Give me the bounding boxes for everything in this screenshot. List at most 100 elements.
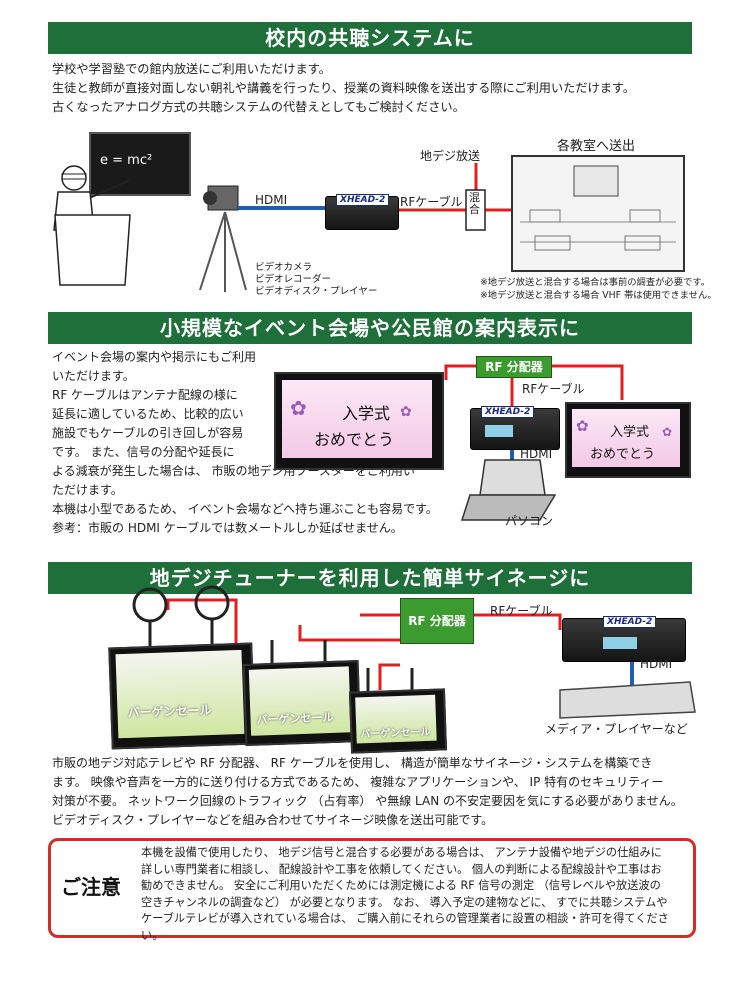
- teacher-pointer: [84, 179, 131, 201]
- rf-cable: [166, 598, 238, 660]
- antenna: [194, 585, 230, 621]
- classroom-tv: [573, 165, 619, 197]
- flower-icon: ✿: [290, 396, 307, 420]
- flower-icon: ✿: [576, 417, 589, 435]
- media-player-label: メディア・プレイヤーなど: [545, 722, 688, 736]
- text-line: ただけます。: [52, 483, 123, 497]
- event-screen-right: 入学式 おめでとう ✿ ✿: [565, 402, 691, 478]
- text-line: 参考：市販の HDMI ケーブルでは数メートルしか延ばせません。: [52, 521, 403, 535]
- device-display: [485, 425, 513, 437]
- classroom-label: 各教室へ送出: [557, 139, 636, 154]
- hdmi-label: HDMI: [520, 447, 553, 461]
- desk: [529, 209, 561, 223]
- rf-splitter: RF 分配器: [400, 598, 474, 644]
- desk: [534, 235, 571, 251]
- podium: [54, 214, 131, 286]
- xhead-device: XHEAD-2: [325, 194, 399, 230]
- caution-line: 空きチャンネルの調査など） が必要となります。 なお、 導入予定の建物などに、 …: [141, 895, 668, 909]
- caution-line: 勧めできません。 安全にご利用いただくためには測定機による RF 信号の測定 （…: [141, 879, 661, 892]
- caution-body: 本機を設備で使用したり、 地デジ信号と混合する必要がある場合は、 アンテナ設備や…: [141, 845, 681, 944]
- camera-labels: ビデオカメラ ビデオレコーダー ビデオディスク・プレイヤー: [255, 262, 377, 298]
- caution-line: 本機を設備で使用したり、 地デジ信号と混合する必要がある場合は、 アンテナ設備や…: [141, 846, 662, 859]
- text-line: 生徒と教師が直接対面しない朝礼や講義を行ったり、授業の資料映像を送出する際にご利…: [52, 81, 636, 95]
- blackboard-text: e = mc²: [100, 153, 153, 168]
- hdmi-label: HDMI: [640, 657, 673, 671]
- rf-cable: [378, 663, 400, 690]
- desk: [624, 235, 661, 251]
- rf-cable: [298, 625, 400, 642]
- screen-content: 入学式 おめでとう ✿ ✿: [572, 409, 680, 467]
- antenna: [132, 587, 168, 623]
- text-line: 本機は小型であるため、 イベント会場などへ持ち運ぶことも容易です。: [52, 502, 438, 516]
- text-line: です。 また、信号の分配や延長に: [52, 445, 235, 459]
- screen-text-line1: 入学式: [342, 404, 391, 423]
- digital-broadcast-label: 地デジ放送: [420, 149, 481, 163]
- screen-content: バーゲンセール: [355, 694, 437, 744]
- rf-cable: [550, 364, 624, 400]
- text-line: 古くなったアナログ方式の共聴システムの代替えとしてもご検討ください。: [52, 100, 465, 114]
- xhead-device: XHEAD-2: [562, 616, 686, 662]
- section3-text: 市販の地デジ対応テレビや RF 分配器、 RF ケーブルを使用し、 構造が簡単な…: [52, 754, 683, 830]
- text-line: 対策が不要。 ネットワーク回線のトラフィック （占有率） や無線 LAN の不安…: [52, 794, 683, 808]
- mixer-box: [465, 189, 486, 231]
- tripod-leg: [199, 211, 226, 291]
- hdmi-label: HDMI: [255, 193, 288, 207]
- caution-line: ケーブルテレビが導入されている場合は、 ご購入前にそれらの管理業者に設置の相談・…: [141, 912, 669, 942]
- text-line: RF ケーブルはアンテナ配線の様に: [52, 388, 238, 402]
- laptop-keyboard: [460, 494, 557, 521]
- teacher-glasses: [61, 173, 87, 180]
- text-line: ビデオディスク・プレイヤーなどを組み合わせてサイネージ映像を送出可能です。: [52, 813, 494, 827]
- caution-box: ご注意 本機を設備で使用したり、 地デジ信号と混合する必要がある場合は、 アンテ…: [48, 838, 696, 942]
- section1-notes: ※地デジ放送と混合する場合は事前の調査が必要です。 ※地デジ放送と混合する場合 …: [480, 276, 717, 302]
- rf-cable: [444, 364, 476, 380]
- flower-icon: ✿: [662, 425, 673, 439]
- desk: [629, 209, 661, 223]
- screen-text-line2: おめでとう: [590, 447, 656, 462]
- camera-label: ビデオディスク・プレイヤー: [255, 286, 378, 297]
- section1-diagram: [53, 132, 685, 292]
- sale-text: バーゲンセール: [360, 726, 431, 741]
- text-line: 延長に適しているため、比較的広い: [52, 407, 244, 421]
- rf-cable-label: RFケーブル: [522, 382, 585, 396]
- section2-text: イベント会場の案内や掲示にもご利用 いただけます。 RF ケーブルはアンテナ配線…: [52, 348, 438, 538]
- device-tag: XHEAD-2: [603, 616, 657, 628]
- event-screen-left: 入学式 おめでとう ✿ ✿: [274, 372, 444, 470]
- rf-splitter: RF 分配器: [476, 356, 552, 378]
- screen-content: バーゲンセール: [115, 649, 245, 739]
- screen-text-line1: 入学式: [610, 425, 650, 440]
- screen-text-line2: おめでとう: [314, 430, 395, 449]
- sale-text: バーゲンセール: [127, 702, 212, 720]
- xhead-device: XHEAD-2: [470, 406, 560, 450]
- text-line: 施設でもケーブルの引き回しが容易: [52, 426, 244, 440]
- rf-cable: [472, 613, 562, 630]
- text-line: イベント会場の案内や掲示にもご利用: [52, 350, 257, 364]
- tripod-leg: [224, 211, 247, 291]
- section1-text: 学校や学習塾での館内放送にご利用いただけます。 生徒と教師が直接対面しない朝礼や…: [52, 60, 635, 117]
- text-line: 市販の地デジ対応テレビや RF 分配器、 RF ケーブルを使用し、 構造が簡単な…: [52, 756, 653, 770]
- camera-lens: [203, 191, 217, 205]
- note-line: ※地デジ放送と混合する場合は事前の調査が必要です。: [480, 277, 710, 288]
- sale-text: バーゲンセール: [256, 710, 334, 727]
- device-display: [603, 637, 637, 649]
- device-tag: XHEAD-2: [336, 194, 390, 206]
- pc-label: パソコン: [505, 514, 554, 528]
- caution-title: ご注意: [61, 875, 121, 899]
- caution-line: 詳しい専門業者に相談し、 配線設計や工事を依頼してください。 個人の判断による配…: [141, 862, 662, 876]
- screen-content: 入学式 おめでとう ✿ ✿: [282, 380, 432, 458]
- rf-cable-label: RFケーブル: [490, 604, 553, 618]
- mixer-label: 混合: [469, 191, 480, 216]
- signage-screen: バーゲンセール: [348, 688, 448, 754]
- text-line: いただけます。: [52, 369, 135, 383]
- section2-diagram: [444, 364, 624, 521]
- text-line: ます。 映像や音声を一方的に送り付ける方式であるため、 複雑なアプリケーションや…: [52, 775, 664, 789]
- rf-cable-label: RFケーブル: [400, 195, 463, 209]
- media-player: [559, 681, 696, 719]
- screen-content: バーゲンセール: [248, 666, 352, 736]
- note-line: ※地デジ放送と混合する場合 VHF 帯は使用できません。: [480, 290, 717, 301]
- section1-title: 校内の共聴システムに: [48, 22, 692, 54]
- section3-title: 地デジチューナーを利用した簡単サイネージに: [48, 562, 692, 594]
- signage-screen: バーゲンセール: [108, 642, 256, 750]
- signage-screen: バーゲンセール: [242, 660, 362, 746]
- blackboard: [89, 132, 191, 196]
- text-line: 学校や学習塾での館内放送にご利用いただけます。: [52, 62, 331, 76]
